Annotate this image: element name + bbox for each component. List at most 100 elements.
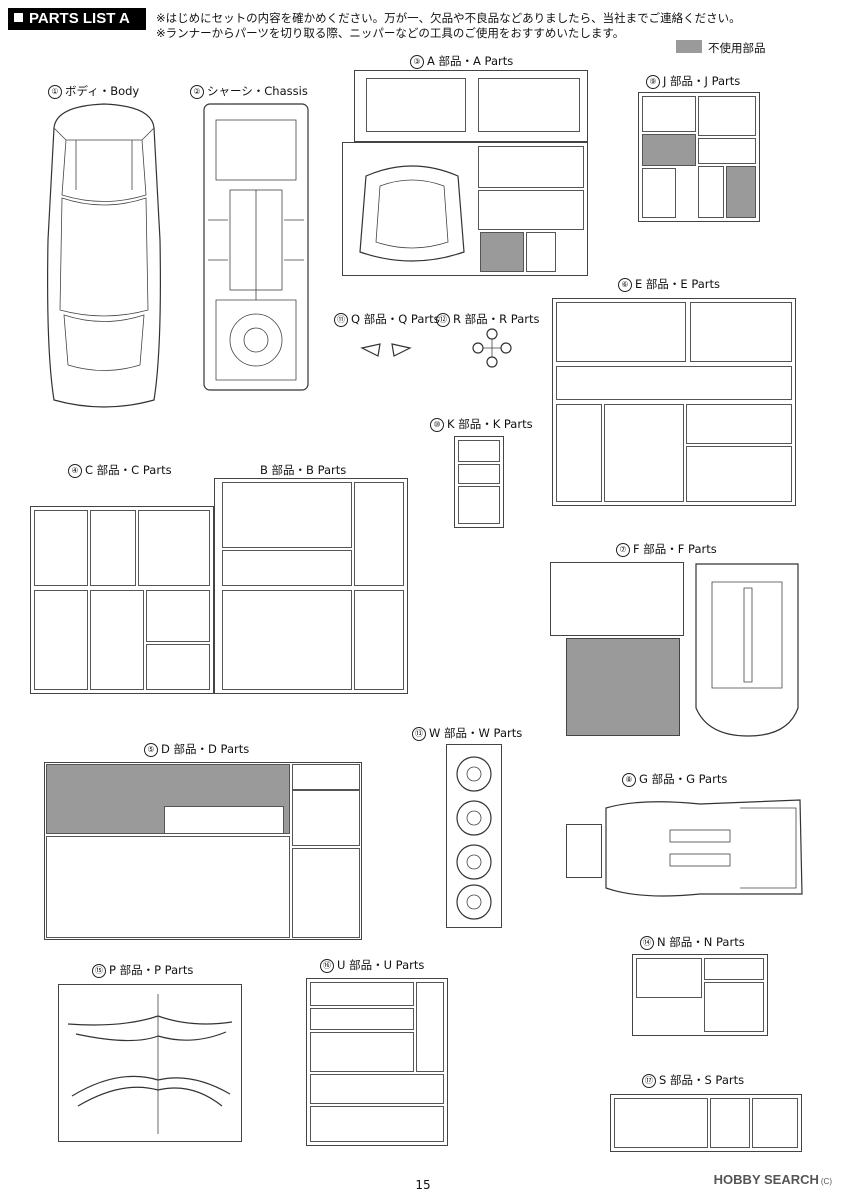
part-u8 <box>310 1106 444 1142</box>
part-j4-unused <box>642 134 696 166</box>
part-a-spoiler <box>478 146 584 188</box>
part-c15-c16 <box>146 644 210 690</box>
part-s1 <box>614 1098 708 1148</box>
part-a5-a6 <box>478 190 584 230</box>
part-j1-j2 <box>642 96 696 132</box>
r-parts-drawing <box>472 328 512 368</box>
part-u1 <box>310 982 414 1006</box>
part-u3 <box>310 1032 414 1072</box>
parts-list-title: PARTS LIST A <box>8 8 146 30</box>
part-c2 <box>90 510 136 586</box>
part-u2 <box>310 1008 414 1030</box>
part-d1-d10 <box>46 836 290 938</box>
part-s4-s5 <box>752 1098 798 1148</box>
part-k2 <box>458 464 500 484</box>
runner-k <box>454 436 504 528</box>
part-k1 <box>458 486 500 524</box>
hood-part <box>359 165 465 262</box>
part-e11 <box>686 446 792 502</box>
part-e10 <box>690 302 792 362</box>
part-c8-c10 <box>34 590 88 690</box>
body-drawing <box>47 103 161 408</box>
notice-line-2: ※ランナーからパーツを切り取る際、ニッパーなどの工具のご使用をおすすめいたします… <box>156 26 625 40</box>
part-e9 <box>556 404 602 502</box>
runner-p <box>58 984 242 1142</box>
part-e12-e17 <box>686 404 792 444</box>
part-c13-c14 <box>146 590 210 642</box>
runner-s <box>610 1094 802 1152</box>
part-a2-right <box>478 78 580 132</box>
part-b6-b7 <box>354 482 404 586</box>
runner-a-main <box>342 142 588 276</box>
part-f1-floor <box>695 563 799 737</box>
runner-n <box>632 954 768 1036</box>
part-e1-dashboard <box>556 302 686 362</box>
runner-j <box>638 92 760 222</box>
section-label-b: B 部品・B Parts <box>260 463 347 477</box>
part-j10 <box>698 166 724 218</box>
runner-e <box>552 298 796 506</box>
part-c9-c11-c12 <box>90 590 144 690</box>
notice-line-1: ※はじめにセットの内容を確かめください。万が一、欠品や不良品などありましたら、当… <box>156 11 741 25</box>
part-f3 <box>550 562 684 636</box>
part-s2-s3 <box>710 1098 750 1148</box>
page-number: 15 <box>415 1178 431 1192</box>
part-j8 <box>642 168 676 218</box>
part-n1-n3 <box>636 958 702 998</box>
part-d19 <box>292 764 360 790</box>
part-a7-a8-unused <box>480 232 524 272</box>
part-b2-b3 <box>222 590 352 690</box>
runner-a-top <box>354 70 588 142</box>
part-d12-d14 <box>164 806 284 834</box>
runner-u <box>306 978 448 1146</box>
runner-b <box>214 478 408 694</box>
part-k3 <box>458 440 500 462</box>
part-n4 <box>704 958 764 980</box>
part-f2-seats-unused <box>566 638 680 736</box>
part-c4-c5 <box>138 510 210 586</box>
part-j3 <box>698 96 756 136</box>
part-g2 <box>566 824 602 878</box>
part-b4 <box>222 550 352 586</box>
part-u9 <box>310 1074 444 1104</box>
square-icon <box>14 13 23 22</box>
q-parts-drawing <box>360 343 412 357</box>
unused-parts-legend: 不使用部品 <box>708 41 766 55</box>
part-c1 <box>34 510 88 586</box>
runner-w <box>446 744 502 928</box>
part-n5 <box>704 982 764 1032</box>
w-wheels-drawing <box>456 756 492 920</box>
part-j11-unused <box>726 166 756 218</box>
runner-d <box>44 762 362 940</box>
part-a2-left <box>366 78 466 132</box>
part-j5-j6 <box>698 138 756 164</box>
part-g1-undertray <box>605 799 803 897</box>
part-d15-d18 <box>292 790 360 846</box>
chassis-drawing <box>203 103 309 391</box>
part-a9 <box>526 232 556 272</box>
part-e2-e3-e4 <box>556 366 792 400</box>
runner-c <box>30 506 214 694</box>
part-b5 <box>222 482 352 548</box>
unused-parts-swatch <box>676 40 702 53</box>
part-u5-u7 <box>416 982 444 1072</box>
p-windows-drawing <box>67 994 233 1134</box>
part-e5-e7-e8 <box>604 404 684 502</box>
